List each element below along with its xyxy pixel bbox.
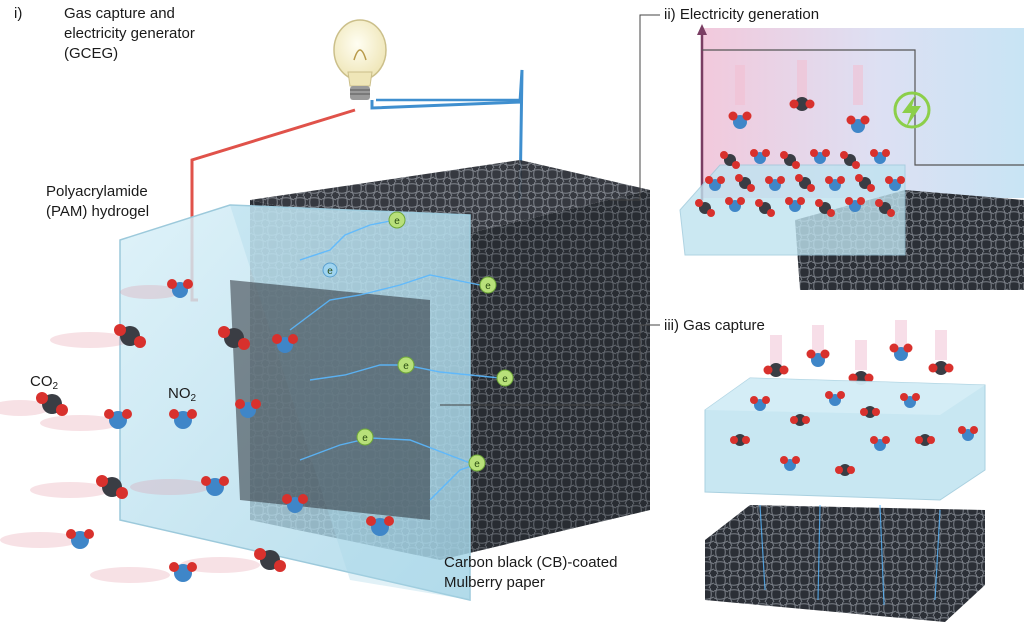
no2-label-subscript: 2 bbox=[190, 393, 197, 404]
incoming-gas-molecules bbox=[0, 279, 394, 583]
electron-label: e bbox=[403, 361, 409, 372]
electron-label: e bbox=[327, 266, 333, 277]
gas-capture-label: iii) Gas capture bbox=[664, 317, 765, 334]
callout-lines bbox=[440, 14, 660, 406]
hydrogel-label-line: Polyacrylamide bbox=[46, 183, 148, 200]
hydrogel-label-line: (PAM) hydrogel bbox=[46, 203, 150, 220]
electricity-generation-panel bbox=[679, 24, 1024, 290]
no2-label-base: NO bbox=[168, 385, 191, 402]
lightning-bolt-icon bbox=[893, 91, 931, 129]
co2-label: CO2 bbox=[30, 372, 58, 396]
co2-label-subscript: 2 bbox=[52, 381, 59, 392]
paper-label: Carbon black (CB)-coated Mulberry paper bbox=[444, 553, 617, 593]
hydrogel-label: Polyacrylamide (PAM) hydrogel bbox=[46, 182, 149, 222]
electron-label: e bbox=[394, 216, 400, 227]
no2-label: NO2 bbox=[168, 384, 196, 408]
co2-label-base: CO bbox=[30, 373, 53, 390]
main-title-line: (GCEG) bbox=[64, 45, 119, 62]
electron-label: e bbox=[485, 281, 491, 292]
electron-labels: e e e e e e e bbox=[327, 216, 508, 470]
main-title-line: Gas capture and bbox=[64, 5, 175, 22]
blue-wire bbox=[370, 69, 524, 201]
electron-label: e bbox=[502, 374, 508, 385]
light-bulb-icon bbox=[333, 19, 387, 100]
electricity-generation-label: ii) Electricity generation bbox=[664, 6, 820, 23]
panel-number-main: i) bbox=[14, 5, 23, 22]
main-title-line: electricity generator bbox=[64, 25, 195, 42]
electron-icon bbox=[322, 211, 514, 472]
electron-label: e bbox=[362, 433, 368, 444]
paper-label-line: Mulberry paper bbox=[444, 574, 545, 591]
gas-capture-panel bbox=[704, 320, 986, 622]
paper-label-line: Carbon black (CB)-coated bbox=[444, 554, 618, 571]
main-title: Gas capture and electricity generator (G… bbox=[64, 4, 195, 64]
electron-label: e bbox=[474, 459, 480, 470]
